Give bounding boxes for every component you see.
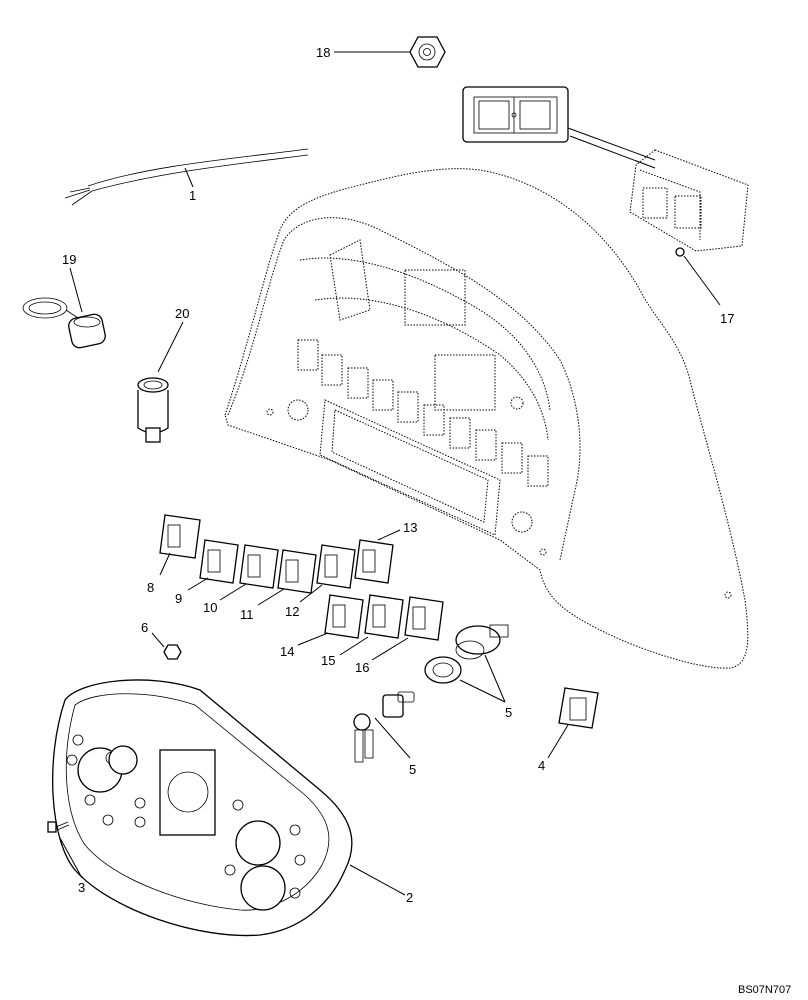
callout-4: 4 xyxy=(538,758,545,773)
part-20-socket xyxy=(137,321,184,443)
callout-11: 11 xyxy=(240,607,254,622)
callout-1: 1 xyxy=(189,188,196,203)
callout-15: 15 xyxy=(321,653,335,668)
part-4-bezel xyxy=(547,687,599,759)
part-1-wire xyxy=(64,148,309,206)
callout-14: 14 xyxy=(280,644,294,659)
part-9-switch xyxy=(187,539,239,591)
callout-12: 12 xyxy=(285,604,299,619)
callout-3: 3 xyxy=(78,880,85,895)
callout-18: 18 xyxy=(316,45,330,60)
part-5-ignition-switch xyxy=(424,624,509,703)
callout-9: 9 xyxy=(175,591,182,606)
callout-20: 20 xyxy=(175,306,189,321)
dashboard-housing xyxy=(224,168,749,669)
part-18-nut xyxy=(334,36,446,68)
callout-6: 6 xyxy=(141,620,148,635)
part-17-switch-bezel xyxy=(462,86,656,169)
part-12-switch xyxy=(299,544,356,603)
part-15-switch xyxy=(339,594,404,656)
callout-5-keys: 5 xyxy=(409,762,416,777)
callout-5-ignition: 5 xyxy=(505,705,512,720)
part-13-switch xyxy=(354,529,401,584)
callout-10: 10 xyxy=(203,600,217,615)
callout-17: 17 xyxy=(720,311,734,326)
part-2-instrument-cluster xyxy=(52,679,406,937)
part-17-switch-holder xyxy=(629,149,749,306)
part-14-switch xyxy=(297,594,364,646)
part-16-switch xyxy=(371,596,444,661)
part-6-nut xyxy=(151,632,182,660)
callout-16: 16 xyxy=(355,660,369,675)
part-19-cap xyxy=(22,267,106,349)
part-8-switch xyxy=(159,514,201,576)
callout-2: 2 xyxy=(406,890,413,905)
callout-19: 19 xyxy=(62,252,76,267)
part-10-switch xyxy=(219,544,279,601)
part-3-screw xyxy=(47,821,83,879)
callout-13: 13 xyxy=(403,520,417,535)
reference-code: BS07N707 xyxy=(738,984,791,996)
part-5-keys xyxy=(353,691,415,763)
callout-8: 8 xyxy=(147,580,154,595)
